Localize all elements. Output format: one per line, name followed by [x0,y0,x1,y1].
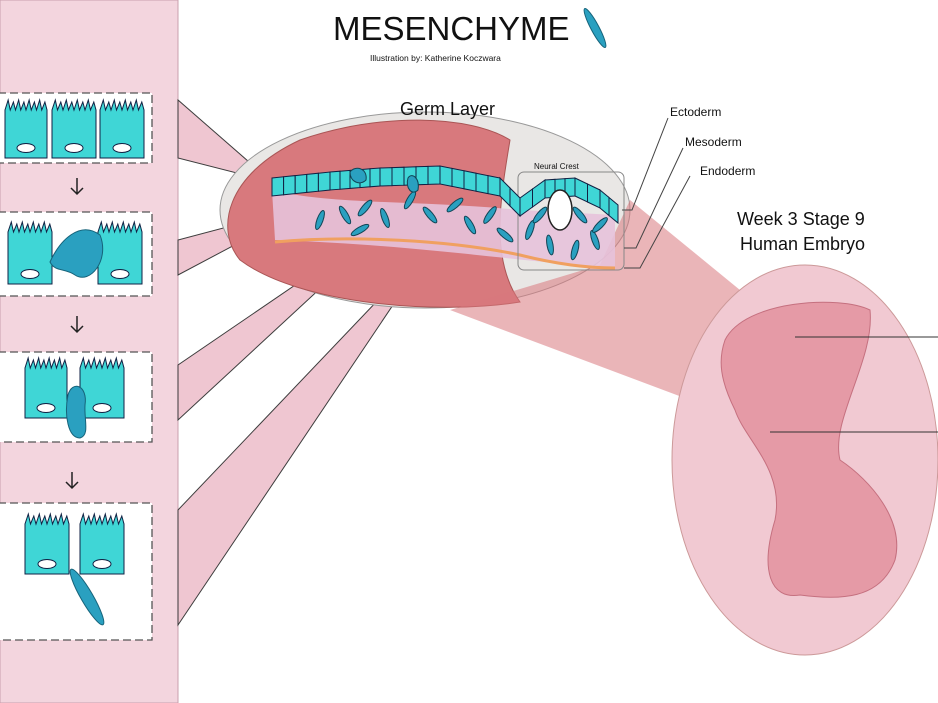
arrow-down-icon [70,316,84,334]
migrating-cell-4 [69,568,105,626]
credit: Illustration by: Katherine Koczwara [370,53,501,63]
epithelial-cell [79,356,125,419]
ectoderm-cell [427,165,441,185]
epithelial-cell [24,512,70,575]
mesoderm-region [272,190,615,268]
ectoderm-cell [379,167,393,187]
ectoderm-cell [294,173,308,195]
ectoderm-cell [329,170,341,191]
mesenchyme-cell-icon [583,7,607,49]
embryo [720,301,898,598]
cell-nucleus [37,559,57,569]
mesenchyme-cell [463,215,477,235]
mesenchyme-cell [483,206,497,224]
ectoderm-cell [369,167,381,188]
mesenchyme-cell [546,234,554,256]
neural-crest-box [517,171,625,271]
ectoderm-cell [608,196,619,225]
ectoderm-pointer [622,117,669,211]
arrow-down-icon [70,178,84,196]
cell-nucleus [20,269,40,279]
cell-nucleus [112,143,132,153]
ectoderm-cell [339,169,351,190]
ectoderm-cell [451,167,465,190]
epithelial-cell [7,220,53,285]
mesenchyme-cell [350,223,370,237]
embryo-label-line1: Week 3 Stage 9 [737,209,865,229]
mesenchyme-cell [572,206,588,224]
ectoderm-cell [317,171,331,192]
endoderm-line [274,237,616,270]
cell-nucleus [36,403,56,413]
mesenchyme-cells [315,167,608,261]
ectoderm-cell [283,175,296,196]
arrow-down-icon [65,472,79,490]
ectoderm-label: Ectoderm [670,105,721,119]
emerging-cell [406,175,419,193]
cell-nucleus [64,143,84,153]
wedge-4 [177,234,441,627]
step-arrows [65,178,84,490]
mesenchyme-cell [446,197,464,213]
mesoderm-pointer [624,147,684,249]
migrating-cell-3 [66,385,87,439]
epithelial-cell [51,98,97,159]
ectoderm-cell [391,166,405,187]
endoderm-label: Endoderm [700,164,755,178]
mesenchyme-cell [570,239,580,261]
mesenchyme-cell [532,206,548,224]
neural-tube [547,189,573,231]
cell-nucleus [92,403,112,413]
ectoderm-cell [271,176,285,197]
cell-nucleus [110,269,130,279]
mesenchyme-cell [357,199,373,217]
mesenchyme-cell [496,227,514,243]
mesenchyme-cell [338,205,352,225]
ectoderm-cell [439,165,453,188]
neural-crest-label: Neural Crest [534,162,580,171]
migrating-cell-2 [49,229,104,278]
epithelial-cell [4,98,48,159]
cell-nucleus [92,559,112,569]
ectoderm-cell [306,172,319,193]
endoderm-pointer [624,175,691,269]
mesenchyme-cell [380,208,390,228]
emerging-cell [349,167,367,184]
ectoderm-cell [475,172,489,195]
germ-layer-label: Germ Layer [400,99,495,119]
title: MESENCHYME [333,10,570,47]
cell-nucleus [16,143,36,153]
epithelial-cell [24,356,68,419]
mesoderm-label: Mesoderm [685,135,742,149]
embryo-label-line2: Human Embryo [740,234,865,254]
mesenchyme-cell [422,206,438,224]
mesenchyme-cell [315,210,325,230]
step-cells [4,98,145,575]
epithelial-cell [99,98,145,159]
epithelial-cell [97,220,143,285]
epithelial-cell [79,512,125,575]
mesenchyme-cell [592,217,608,233]
ectoderm-cell [487,174,501,197]
ectoderm-cell [463,170,477,192]
mesenchyme-cell [590,230,600,250]
